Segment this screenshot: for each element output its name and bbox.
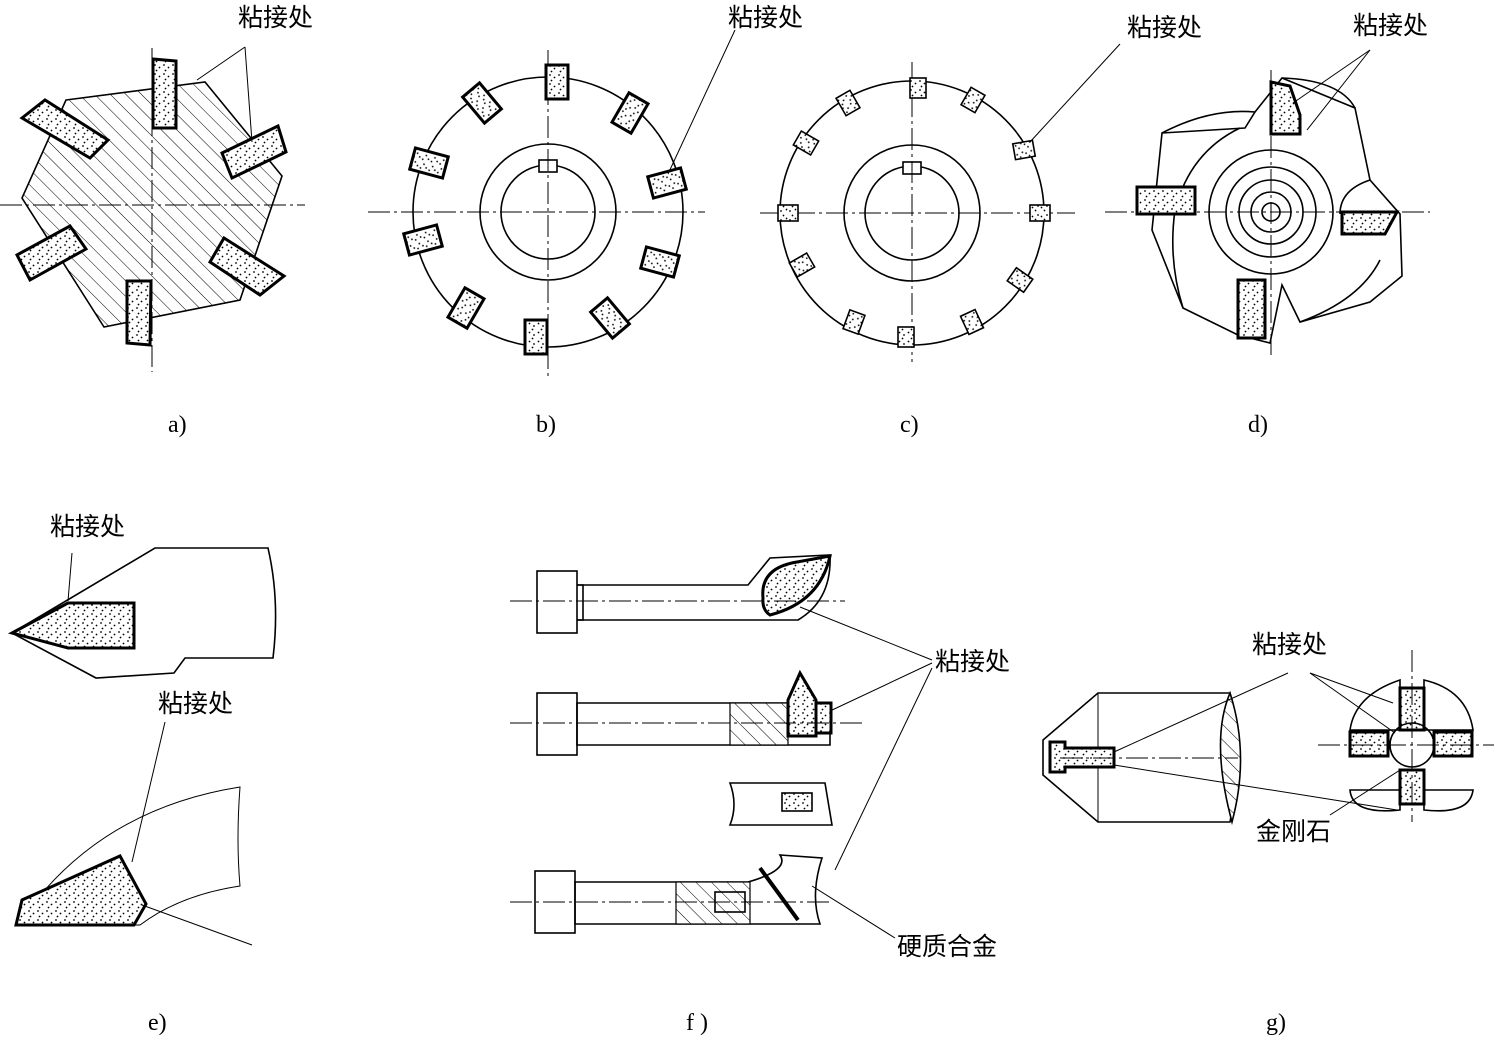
insert [1135,185,1197,216]
insert [14,854,148,927]
caption-a: a) [168,412,187,438]
insert [125,279,153,347]
caption-e: e) [148,1010,167,1036]
insert [19,98,111,160]
insert [1269,80,1302,136]
caption-c: c) [900,412,919,438]
bond-label: 粘接处 [935,647,1010,676]
figure-c: 粘接处 c) [760,13,1202,438]
carbide-label: 硬质合金 [897,932,997,961]
figure-b: 粘接处 b) [368,3,803,438]
bond-label: 粘接处 [1127,13,1202,42]
insert [761,554,832,617]
insert [781,792,813,812]
section-outline [17,786,241,926]
teeth-c [777,77,1051,348]
insert [786,669,818,738]
tool-shank-outline [10,547,277,679]
diamond-label: 金刚石 [1256,817,1331,846]
caption-b: b) [536,412,556,438]
insert [14,224,89,283]
caption-d: d) [1248,412,1268,438]
insert [1236,278,1267,340]
bond-label: 粘接处 [158,689,233,718]
insert [207,235,287,297]
insert [814,701,833,735]
bond-label: 粘接处 [1252,630,1327,659]
insert [151,57,178,130]
diamond-insert [1432,730,1474,758]
teeth-b [401,63,689,356]
figure-e: 粘接处 粘接处 e) [7,512,277,1036]
insert [1048,740,1116,774]
bond-label: 粘接处 [1353,11,1428,40]
bond-label: 粘接处 [728,3,803,32]
insert [1340,210,1400,236]
insert [220,123,288,181]
insert [7,601,136,650]
diamond-insert [1348,730,1390,758]
figure-f: 粘接处 硬质合金 f ) [510,554,1010,1036]
caption-g: g) [1266,1010,1286,1036]
bond-label: 粘接处 [50,512,125,541]
caption-f: f ) [686,1010,708,1036]
figure-g: 粘接处 金刚石 g) [1042,630,1494,1036]
bond-label: 粘接处 [238,3,313,32]
end-mill-outline [1151,77,1403,344]
figure-d: 粘接处 d) [1105,11,1430,438]
figure-a: 粘接处 a) [0,3,313,438]
